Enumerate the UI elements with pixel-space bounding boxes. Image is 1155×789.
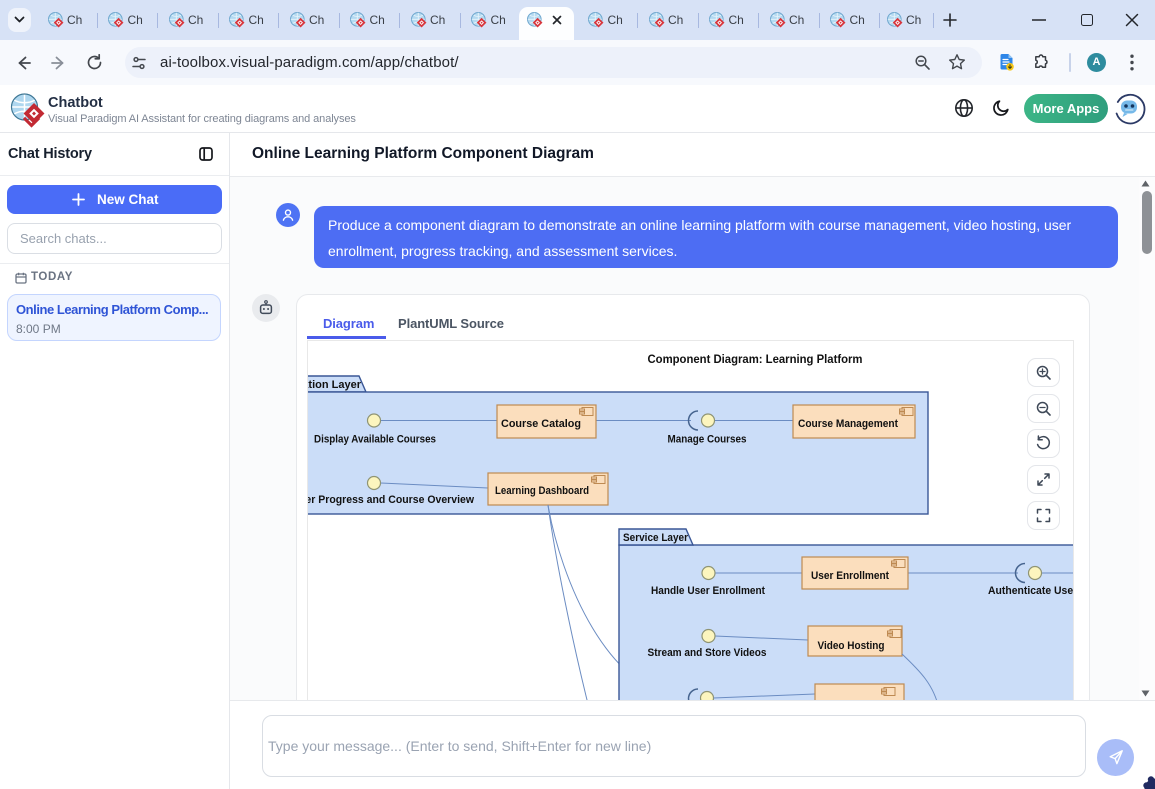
svg-text:Service Layer: Service Layer — [623, 532, 689, 544]
svg-text:User Progress and Course Overv: User Progress and Course Overview — [308, 494, 474, 506]
svg-text:Handle User Enrollment: Handle User Enrollment — [651, 585, 765, 597]
svg-text:Manage Courses: Manage Courses — [668, 434, 747, 446]
svg-text:Stream and Store Videos: Stream and Store Videos — [648, 647, 767, 659]
svg-text:User Enrollment: User Enrollment — [811, 570, 889, 582]
svg-text:Authenticate Users: Authenticate Users — [988, 585, 1073, 597]
svg-text:Component Diagram: Learning Pl: Component Diagram: Learning Platform — [648, 354, 863, 366]
svg-text:Presentation Layer: Presentation Layer — [308, 379, 362, 391]
svg-text:Video Hosting: Video Hosting — [818, 640, 885, 652]
svg-text:Course Catalog: Course Catalog — [501, 418, 581, 430]
svg-text:Learning Dashboard: Learning Dashboard — [495, 485, 589, 497]
svg-text:Display Available Courses: Display Available Courses — [314, 434, 436, 446]
svg-text:Course Management: Course Management — [798, 418, 898, 430]
